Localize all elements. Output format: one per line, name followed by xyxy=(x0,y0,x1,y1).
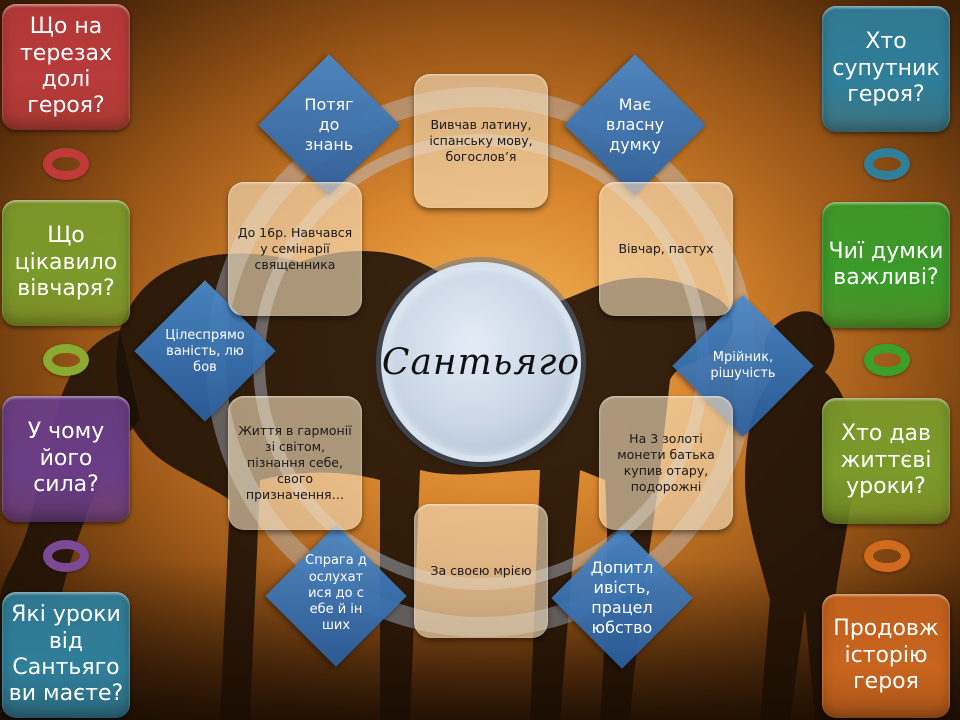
card-shepherd: Вівчар, пастух xyxy=(599,182,733,316)
diamond-own-opinion-text: Має власну думку xyxy=(605,95,665,154)
card-seminary: До 16р. Навчався у семінарії священника xyxy=(228,182,362,316)
question-box-companion-text: Хто супутник героя? xyxy=(832,29,940,108)
question-box-strength-text: У чому його сила? xyxy=(27,419,105,498)
question-box-continue-story[interactable]: Продовж історію героя xyxy=(822,594,950,718)
center-title: Сантьяго xyxy=(381,341,581,383)
question-box-life-lessons[interactable]: Хто дав життєві уроки? xyxy=(822,398,950,524)
question-box-lessons[interactable]: Які уроки від Сантьяго ви маєте? xyxy=(2,592,130,718)
ring-connector-icon xyxy=(43,344,89,376)
card-gold-coins-text: На 3 золоті монети батька купив отару, п… xyxy=(617,431,715,494)
card-seminary-text: До 16р. Навчався у семінарії священника xyxy=(237,225,353,272)
diamond-knowledge: Потяг до знань xyxy=(274,90,384,160)
diamond-listen-text: Спрага дослухатися до себе й інших xyxy=(305,553,367,634)
question-box-opinions[interactable]: Чиї думки важливі? xyxy=(822,202,950,328)
card-harmony: Життя в гармонії зі світом, пізнання себ… xyxy=(228,396,362,530)
card-dream: За своєю мрією xyxy=(414,504,548,638)
ring-connector-icon xyxy=(43,540,89,572)
card-education-text: Вивчав латину, іспанську мову, богослов’… xyxy=(429,117,533,164)
ring-connector-icon xyxy=(864,344,910,376)
ring-connector-icon xyxy=(43,148,89,180)
question-box-companion[interactable]: Хто супутник героя? xyxy=(822,6,950,132)
card-harmony-text: Життя в гармонії зі світом, пізнання себ… xyxy=(238,423,352,502)
question-box-lessons-text: Які уроки від Сантьяго ви маєте? xyxy=(8,602,124,707)
diamond-listen: Спрага дослухатися до себе й інших xyxy=(281,553,391,634)
question-box-fate-text: Що на терезах долі героя? xyxy=(19,14,113,119)
question-box-continue-story-text: Продовж історію героя xyxy=(833,616,939,695)
question-box-opinions-text: Чиї думки важливі? xyxy=(828,238,944,290)
card-dream-text: За своєю мрією xyxy=(430,563,532,578)
diamond-knowledge-text: Потяг до знань xyxy=(304,95,354,154)
diamond-purpose: Цілеспрямованість, любов xyxy=(150,326,260,378)
ring-connector-icon xyxy=(864,148,910,180)
diamond-dreamer-text: Мрійник, рішучість xyxy=(710,349,776,381)
question-box-fate[interactable]: Що на терезах долі героя? xyxy=(2,4,130,130)
question-box-life-lessons-text: Хто дав життєві уроки? xyxy=(840,421,932,500)
ring-connector-icon xyxy=(864,540,910,572)
card-education: Вивчав латину, іспанську мову, богослов’… xyxy=(414,74,548,208)
diamond-curiosity-text: Допитливість, працелюбство xyxy=(590,558,654,637)
question-box-interests-text: Що цікавило вівчаря? xyxy=(14,223,118,302)
diamond-dreamer: Мрійник, рішучість xyxy=(688,340,798,392)
question-box-strength[interactable]: У чому його сила? xyxy=(2,396,130,522)
diamond-purpose-text: Цілеспрямованість, любов xyxy=(165,327,245,376)
question-box-interests[interactable]: Що цікавило вівчаря? xyxy=(2,200,130,326)
card-shepherd-text: Вівчар, пастух xyxy=(618,241,714,256)
diamond-curiosity: Допитливість, працелюбство xyxy=(567,552,677,644)
center-circle: Сантьяго xyxy=(381,262,581,462)
diamond-own-opinion: Має власну думку xyxy=(580,90,690,160)
card-gold-coins: На 3 золоті монети батька купив отару, п… xyxy=(599,396,733,530)
